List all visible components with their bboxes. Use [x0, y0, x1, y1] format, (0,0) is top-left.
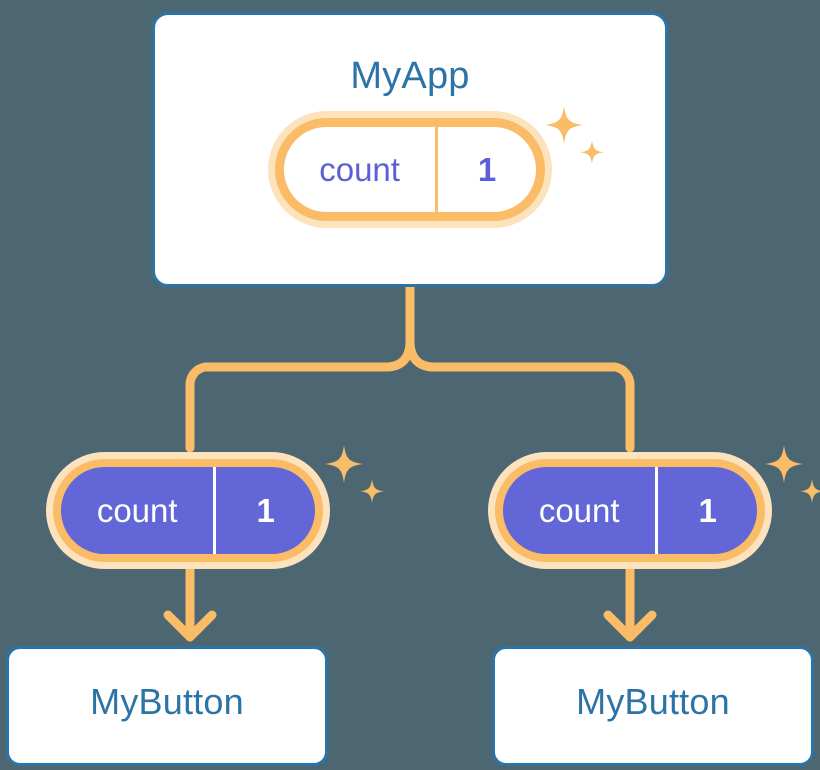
state-pill-my-button-left[interactable]: count 1: [46, 452, 330, 569]
arrowhead-right-icon: [603, 610, 657, 642]
connector-branch-left: [185, 339, 415, 453]
state-pill-my-app[interactable]: count 1: [268, 111, 552, 228]
state-key-label: count: [319, 151, 400, 188]
component-title-my-app: MyApp: [350, 55, 470, 97]
state-value-label: 1: [435, 127, 536, 212]
sparkle-large-icon: [325, 445, 363, 483]
component-title-my-button-right: MyButton: [576, 681, 730, 722]
connector-branch-right: [405, 339, 635, 453]
state-key-label: count: [96, 492, 178, 529]
sparkle-small-icon: [360, 479, 384, 503]
state-pill-ring: count 1: [53, 459, 323, 562]
state-key-label: count: [538, 492, 620, 529]
state-pill-ring: count 1: [495, 459, 765, 562]
state-value-label: 1: [655, 467, 757, 554]
component-card-my-button-left[interactable]: MyButton: [6, 646, 328, 766]
state-value-label: 1: [213, 467, 315, 554]
sparkle-small-icon: [800, 479, 820, 503]
state-pill-ring: count 1: [275, 118, 545, 221]
state-pill-my-button-right[interactable]: count 1: [488, 452, 772, 569]
component-card-my-button-right[interactable]: MyButton: [492, 646, 814, 766]
arrowhead-left-icon: [163, 610, 217, 642]
component-title-my-button-left: MyButton: [90, 681, 244, 722]
sparkle-large-icon: [765, 445, 803, 483]
sparkle-group-my-button-left: [325, 445, 384, 503]
